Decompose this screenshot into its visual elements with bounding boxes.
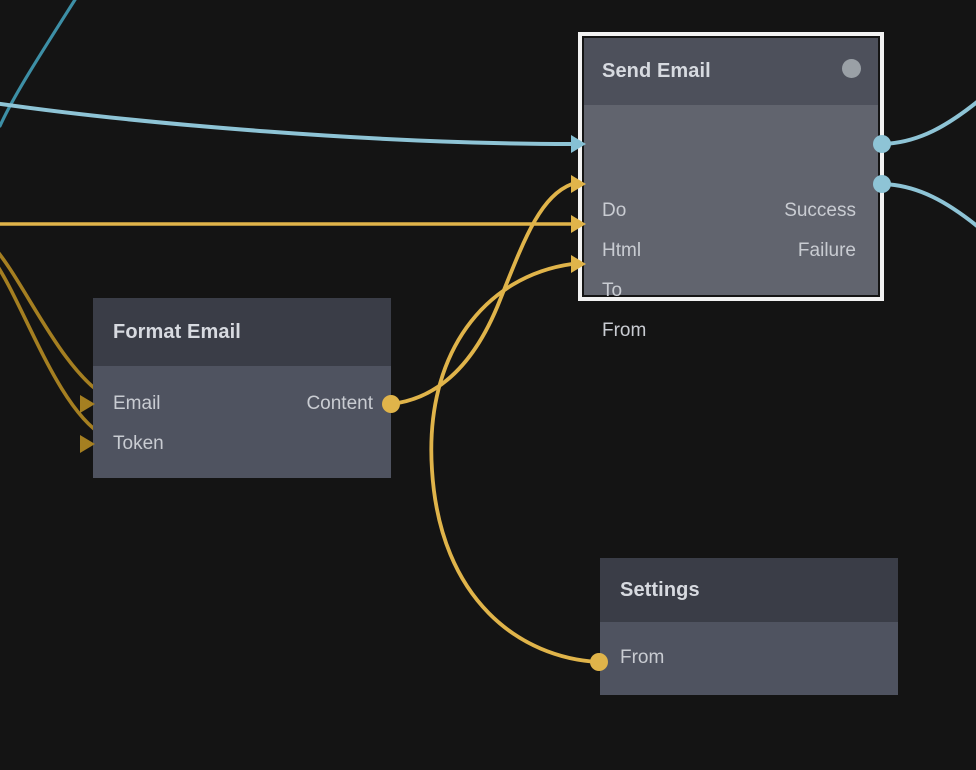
pin-input-to-icon[interactable]	[571, 215, 586, 233]
pin-label-do: Do	[602, 200, 627, 221]
node-header-settings[interactable]: Settings	[600, 558, 898, 622]
pin-row-settings-from[interactable]: From	[620, 648, 664, 667]
node-settings[interactable]: Settings From	[600, 558, 898, 695]
pin-output-content-icon[interactable]	[382, 395, 400, 413]
pin-row-do[interactable]: Do	[602, 201, 626, 220]
node-title-settings: Settings	[620, 578, 700, 601]
pin-output-settings-from-icon[interactable]	[590, 653, 608, 671]
pin-input-token-icon[interactable]	[80, 435, 95, 453]
pin-label-html: Html	[602, 240, 642, 261]
node-body-send-email: Do Html To From Success Failure	[584, 105, 878, 340]
pin-label-content: Content	[306, 393, 373, 414]
pin-input-do-icon[interactable]	[571, 135, 586, 153]
pin-row-from[interactable]: From	[602, 321, 646, 340]
node-body-format-email: Email Token Content	[93, 366, 391, 478]
pin-label-from: From	[602, 320, 647, 341]
pin-label-settings-from: From	[620, 647, 665, 668]
pin-label-token: Token	[113, 433, 164, 454]
pin-label-to: To	[602, 280, 623, 301]
status-dot-icon	[842, 59, 861, 78]
pin-row-email[interactable]: Email	[113, 394, 161, 413]
pin-output-failure-icon[interactable]	[873, 175, 891, 193]
node-header-format-email[interactable]: Format Email	[93, 298, 391, 366]
pin-label-success: Success	[784, 200, 856, 221]
pin-label-failure: Failure	[797, 240, 856, 261]
wire-content-to-html	[389, 182, 574, 406]
pin-row-failure[interactable]: Failure	[798, 241, 856, 260]
pin-row-token[interactable]: Token	[113, 434, 164, 453]
wire-success-out	[880, 100, 976, 146]
pin-input-html-icon[interactable]	[571, 175, 586, 193]
wire-failure-out	[880, 182, 976, 228]
pin-row-content[interactable]: Content	[306, 394, 373, 413]
node-send-email[interactable]: Send Email Do Html To From Success Failu…	[584, 38, 878, 340]
pin-row-html[interactable]: Html	[602, 241, 641, 260]
pin-input-from-icon[interactable]	[571, 255, 586, 273]
node-header-send-email[interactable]: Send Email	[584, 38, 878, 105]
node-format-email[interactable]: Format Email Email Token Content	[93, 298, 391, 478]
pin-label-email: Email	[113, 393, 161, 414]
wire-exec-into-do	[0, 101, 574, 146]
wire-exec-diagonal	[0, 0, 77, 128]
pin-output-success-icon[interactable]	[873, 135, 891, 153]
wire-settings-to-from	[429, 262, 601, 664]
pin-row-to[interactable]: To	[602, 281, 622, 300]
pin-row-success[interactable]: Success	[784, 201, 856, 220]
node-title-format-email: Format Email	[113, 320, 241, 343]
pin-input-email-icon[interactable]	[80, 395, 95, 413]
node-title-send-email: Send Email	[602, 60, 711, 82]
node-body-settings: From	[600, 622, 898, 695]
